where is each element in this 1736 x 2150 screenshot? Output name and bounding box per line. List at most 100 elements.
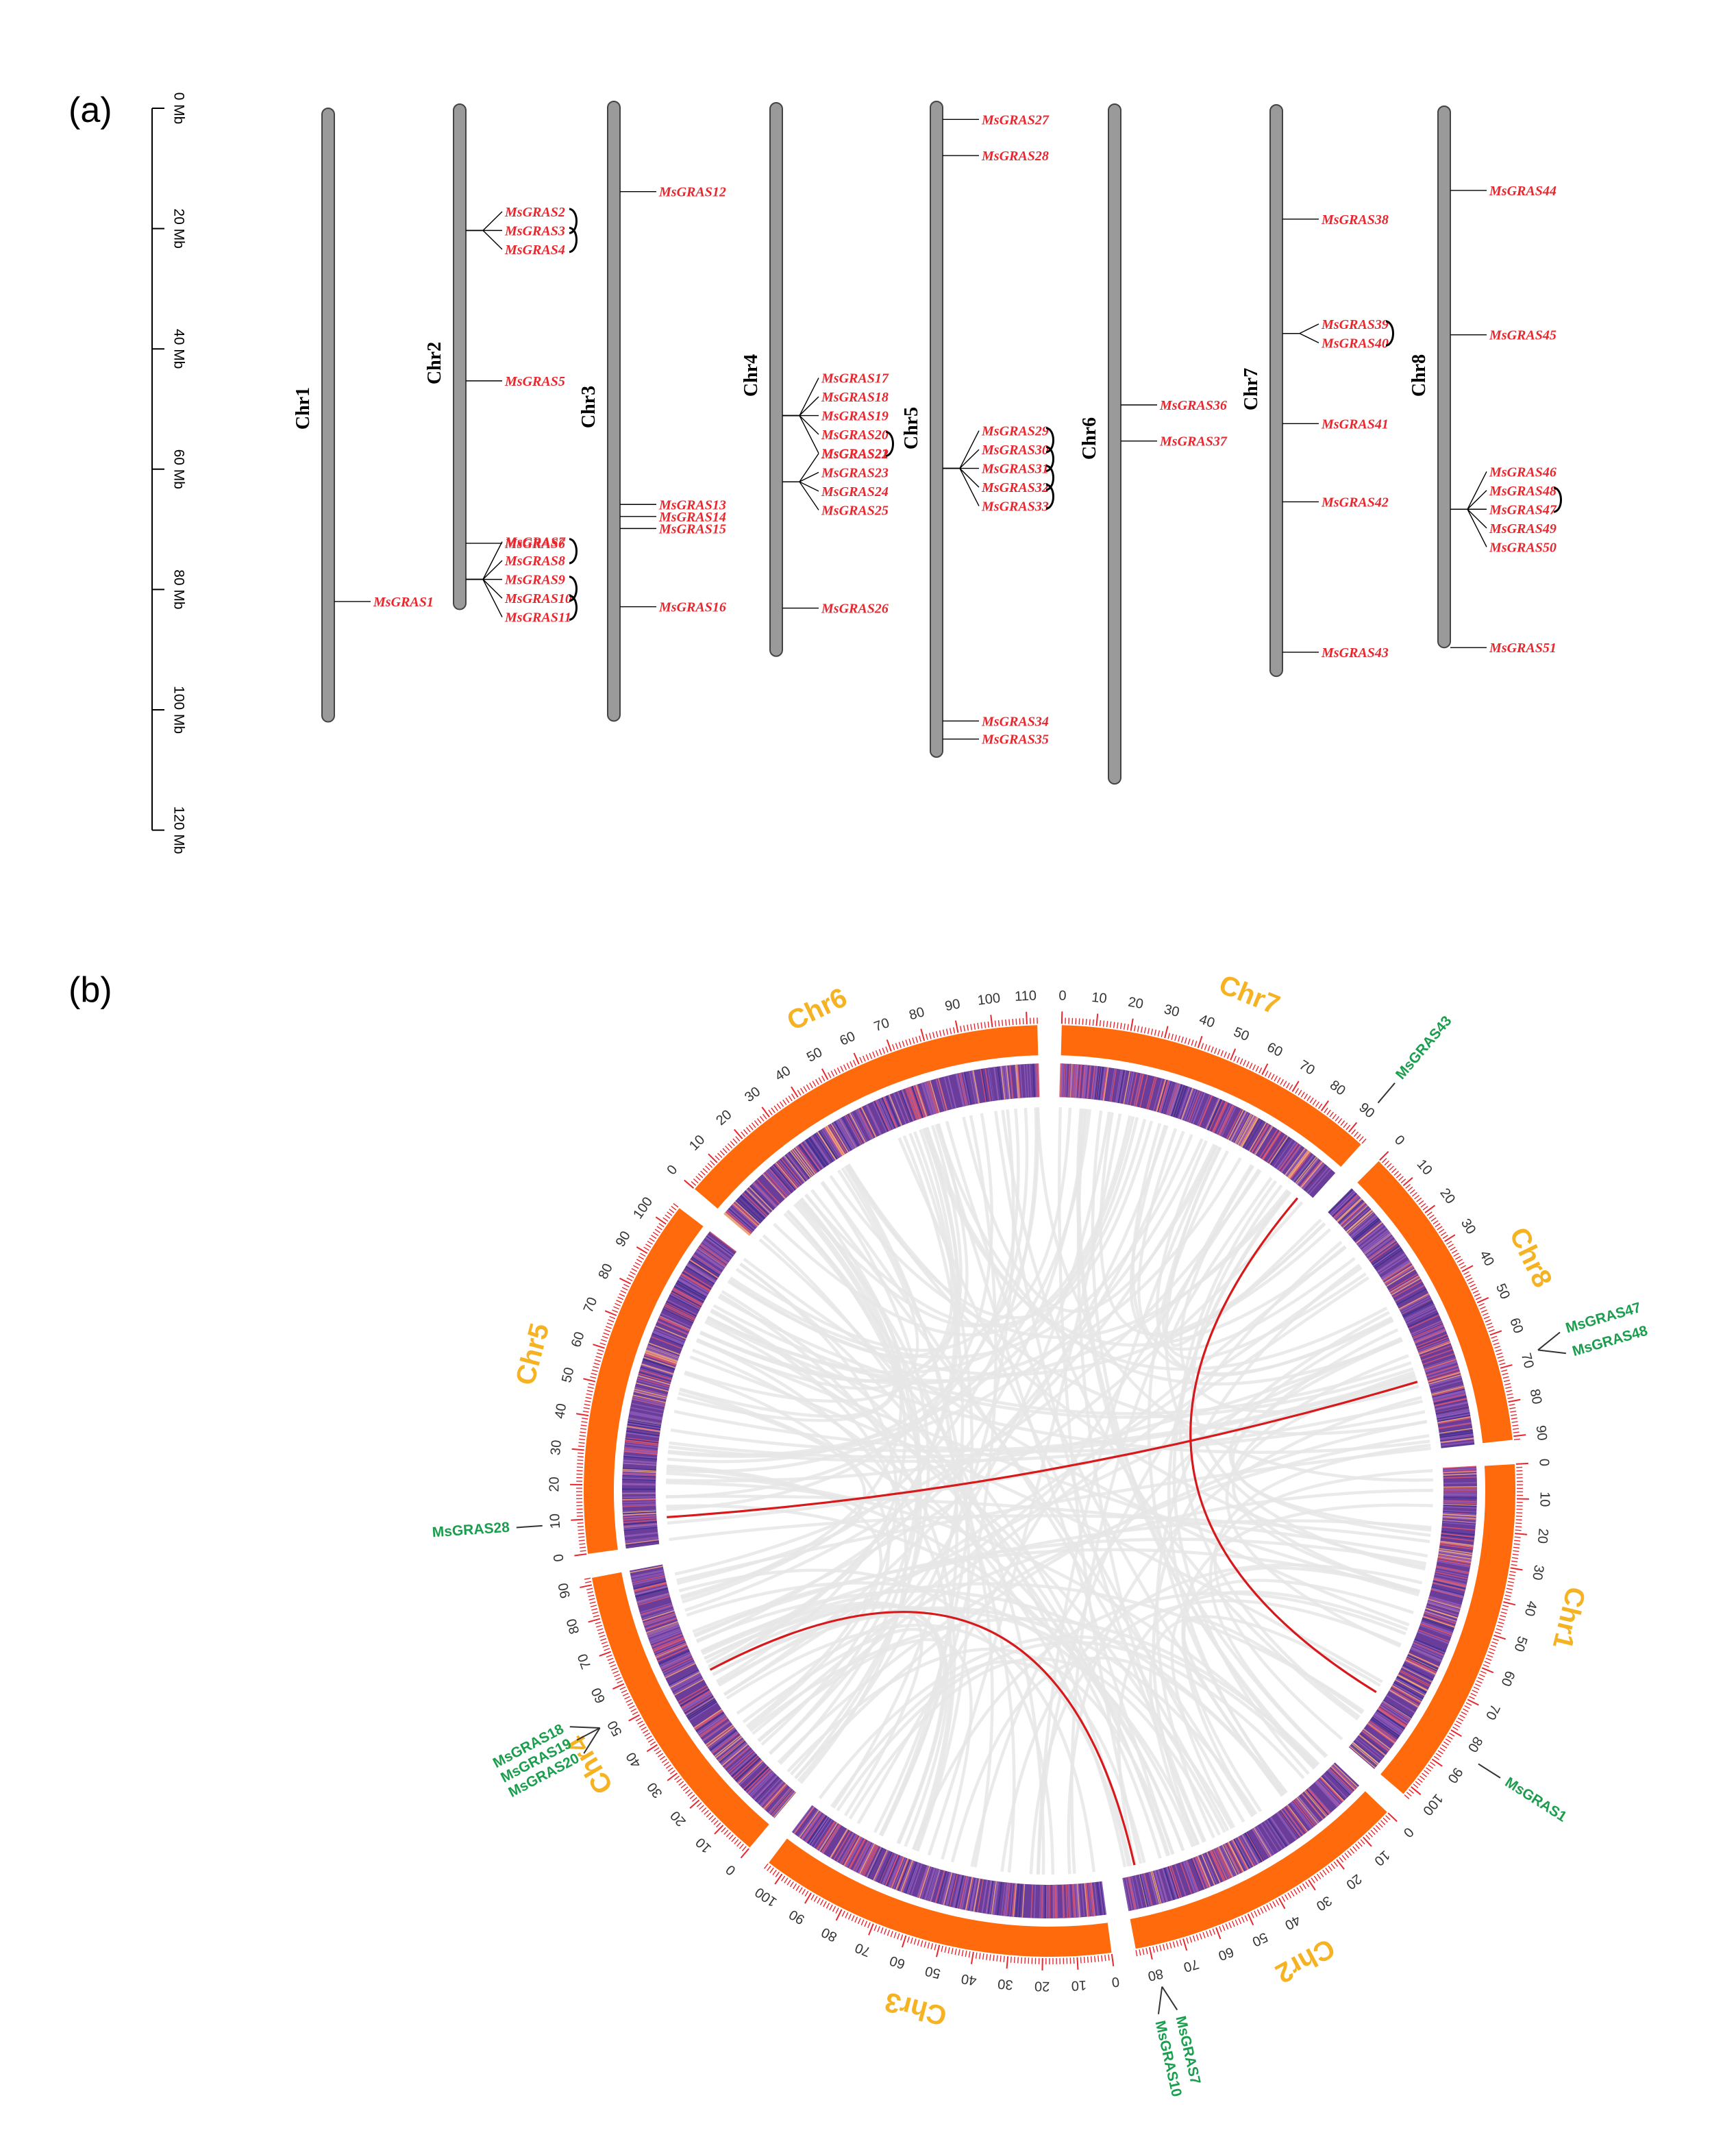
density-stripe [1280, 1144, 1302, 1173]
scale-tick-label: 80 Mb [171, 569, 186, 609]
gene-connector [782, 481, 819, 510]
density-stripe [1117, 1070, 1125, 1103]
axis-tick [1344, 1853, 1350, 1859]
gene-label: MsGRAS16 [658, 600, 726, 615]
density-stripe [1129, 1876, 1137, 1910]
density-stripe [900, 1859, 913, 1892]
density-stripe [643, 1614, 676, 1626]
axis-tick [912, 1037, 915, 1044]
density-stripe [673, 1679, 704, 1696]
axis-tick [1207, 1045, 1211, 1052]
axis-tick [872, 1051, 876, 1058]
axis-tick [693, 1178, 699, 1184]
axis-tick [695, 1176, 701, 1181]
axis-tick [1480, 1309, 1487, 1313]
axis-tick [1503, 1379, 1510, 1383]
axis-tick [588, 1598, 595, 1601]
density-stripe [826, 1125, 845, 1155]
density-stripe [628, 1421, 661, 1429]
axis-tick [1507, 1581, 1515, 1583]
axis-tick [853, 1052, 860, 1065]
density-stripe [1218, 1104, 1234, 1136]
density-stripe [1332, 1764, 1359, 1788]
density-stripe [622, 1496, 656, 1498]
density-stripe [1442, 1515, 1476, 1519]
axis-tick [667, 1767, 673, 1772]
density-stripe [1055, 1884, 1058, 1918]
density-stripe [1431, 1586, 1465, 1596]
density-stripe [1293, 1800, 1315, 1827]
density-stripe [1357, 1224, 1385, 1246]
collinear-link [709, 1611, 1136, 1866]
density-stripe [1400, 1669, 1431, 1686]
density-stripe [1054, 1884, 1056, 1918]
density-stripe [651, 1634, 684, 1648]
axis-tick [769, 1867, 774, 1873]
density-stripe [841, 1834, 858, 1865]
density-stripe [1168, 1866, 1180, 1899]
density-stripe [625, 1539, 659, 1545]
density-stripe [947, 1075, 957, 1109]
gene-pointer-line [1157, 1986, 1163, 2014]
axis-tick [589, 1601, 596, 1604]
density-stripe [762, 1783, 786, 1809]
density-stripe [877, 1099, 892, 1130]
axis-tick [1470, 1283, 1476, 1287]
axis-tick [593, 1362, 600, 1366]
density-stripe [1009, 1065, 1014, 1099]
density-stripe [926, 1081, 937, 1114]
axis-tick [1000, 1955, 1002, 1962]
axis-tick [935, 1030, 939, 1037]
axis-tick [1148, 1947, 1153, 1960]
density-stripe [1431, 1587, 1464, 1597]
density-stripe [880, 1098, 895, 1129]
axis-tick [619, 1277, 632, 1285]
axis-tick [596, 1624, 603, 1628]
density-stripe [705, 1237, 733, 1258]
density-stripe [1431, 1385, 1465, 1396]
axis-tick [775, 1871, 780, 1877]
synteny-link [841, 1167, 971, 1852]
axis-tick [862, 1055, 866, 1062]
chromosome-band [1130, 1791, 1387, 1949]
density-stripe [960, 1876, 969, 1910]
synteny-link [1178, 1180, 1361, 1718]
axis-tick [707, 1163, 713, 1168]
density-stripe [1244, 1833, 1262, 1863]
density-stripe [671, 1289, 702, 1307]
density-stripe [1093, 1065, 1098, 1100]
density-stripe [1365, 1235, 1393, 1257]
density-stripe [1404, 1307, 1436, 1322]
axis-tick [1222, 1925, 1226, 1931]
density-stripe [723, 1213, 750, 1236]
axis-tick [850, 1061, 854, 1067]
density-stripe [976, 1879, 983, 1912]
density-stripe [1096, 1881, 1102, 1916]
density-stripe [678, 1278, 708, 1296]
density-stripe [815, 1133, 834, 1162]
density-stripe [645, 1352, 678, 1364]
gene-pointer-line [1161, 1986, 1178, 2011]
tandem-bracket [569, 208, 578, 234]
density-stripe [819, 1822, 839, 1852]
density-stripe [1348, 1212, 1375, 1235]
density-stripe [1197, 1855, 1211, 1888]
axis-tick [658, 1223, 665, 1228]
density-stripe [1241, 1834, 1258, 1865]
density-stripe [1435, 1569, 1469, 1578]
axis-tick [617, 1296, 624, 1300]
axis-tick [1261, 1063, 1269, 1076]
axis-tick [1505, 1386, 1512, 1389]
density-stripe [915, 1085, 927, 1117]
density-stripe [672, 1289, 703, 1306]
density-stripe [1062, 1884, 1065, 1918]
axis-tick [655, 1216, 667, 1225]
axis-tick [1130, 1018, 1134, 1031]
density-stripe [1407, 1312, 1439, 1328]
density-stripe [942, 1872, 952, 1905]
axis-tick [1500, 1614, 1506, 1618]
density-stripe [1239, 1836, 1256, 1866]
axis-tick [1019, 1018, 1021, 1025]
axis-tick [713, 1820, 719, 1825]
density-stripe [632, 1394, 666, 1403]
